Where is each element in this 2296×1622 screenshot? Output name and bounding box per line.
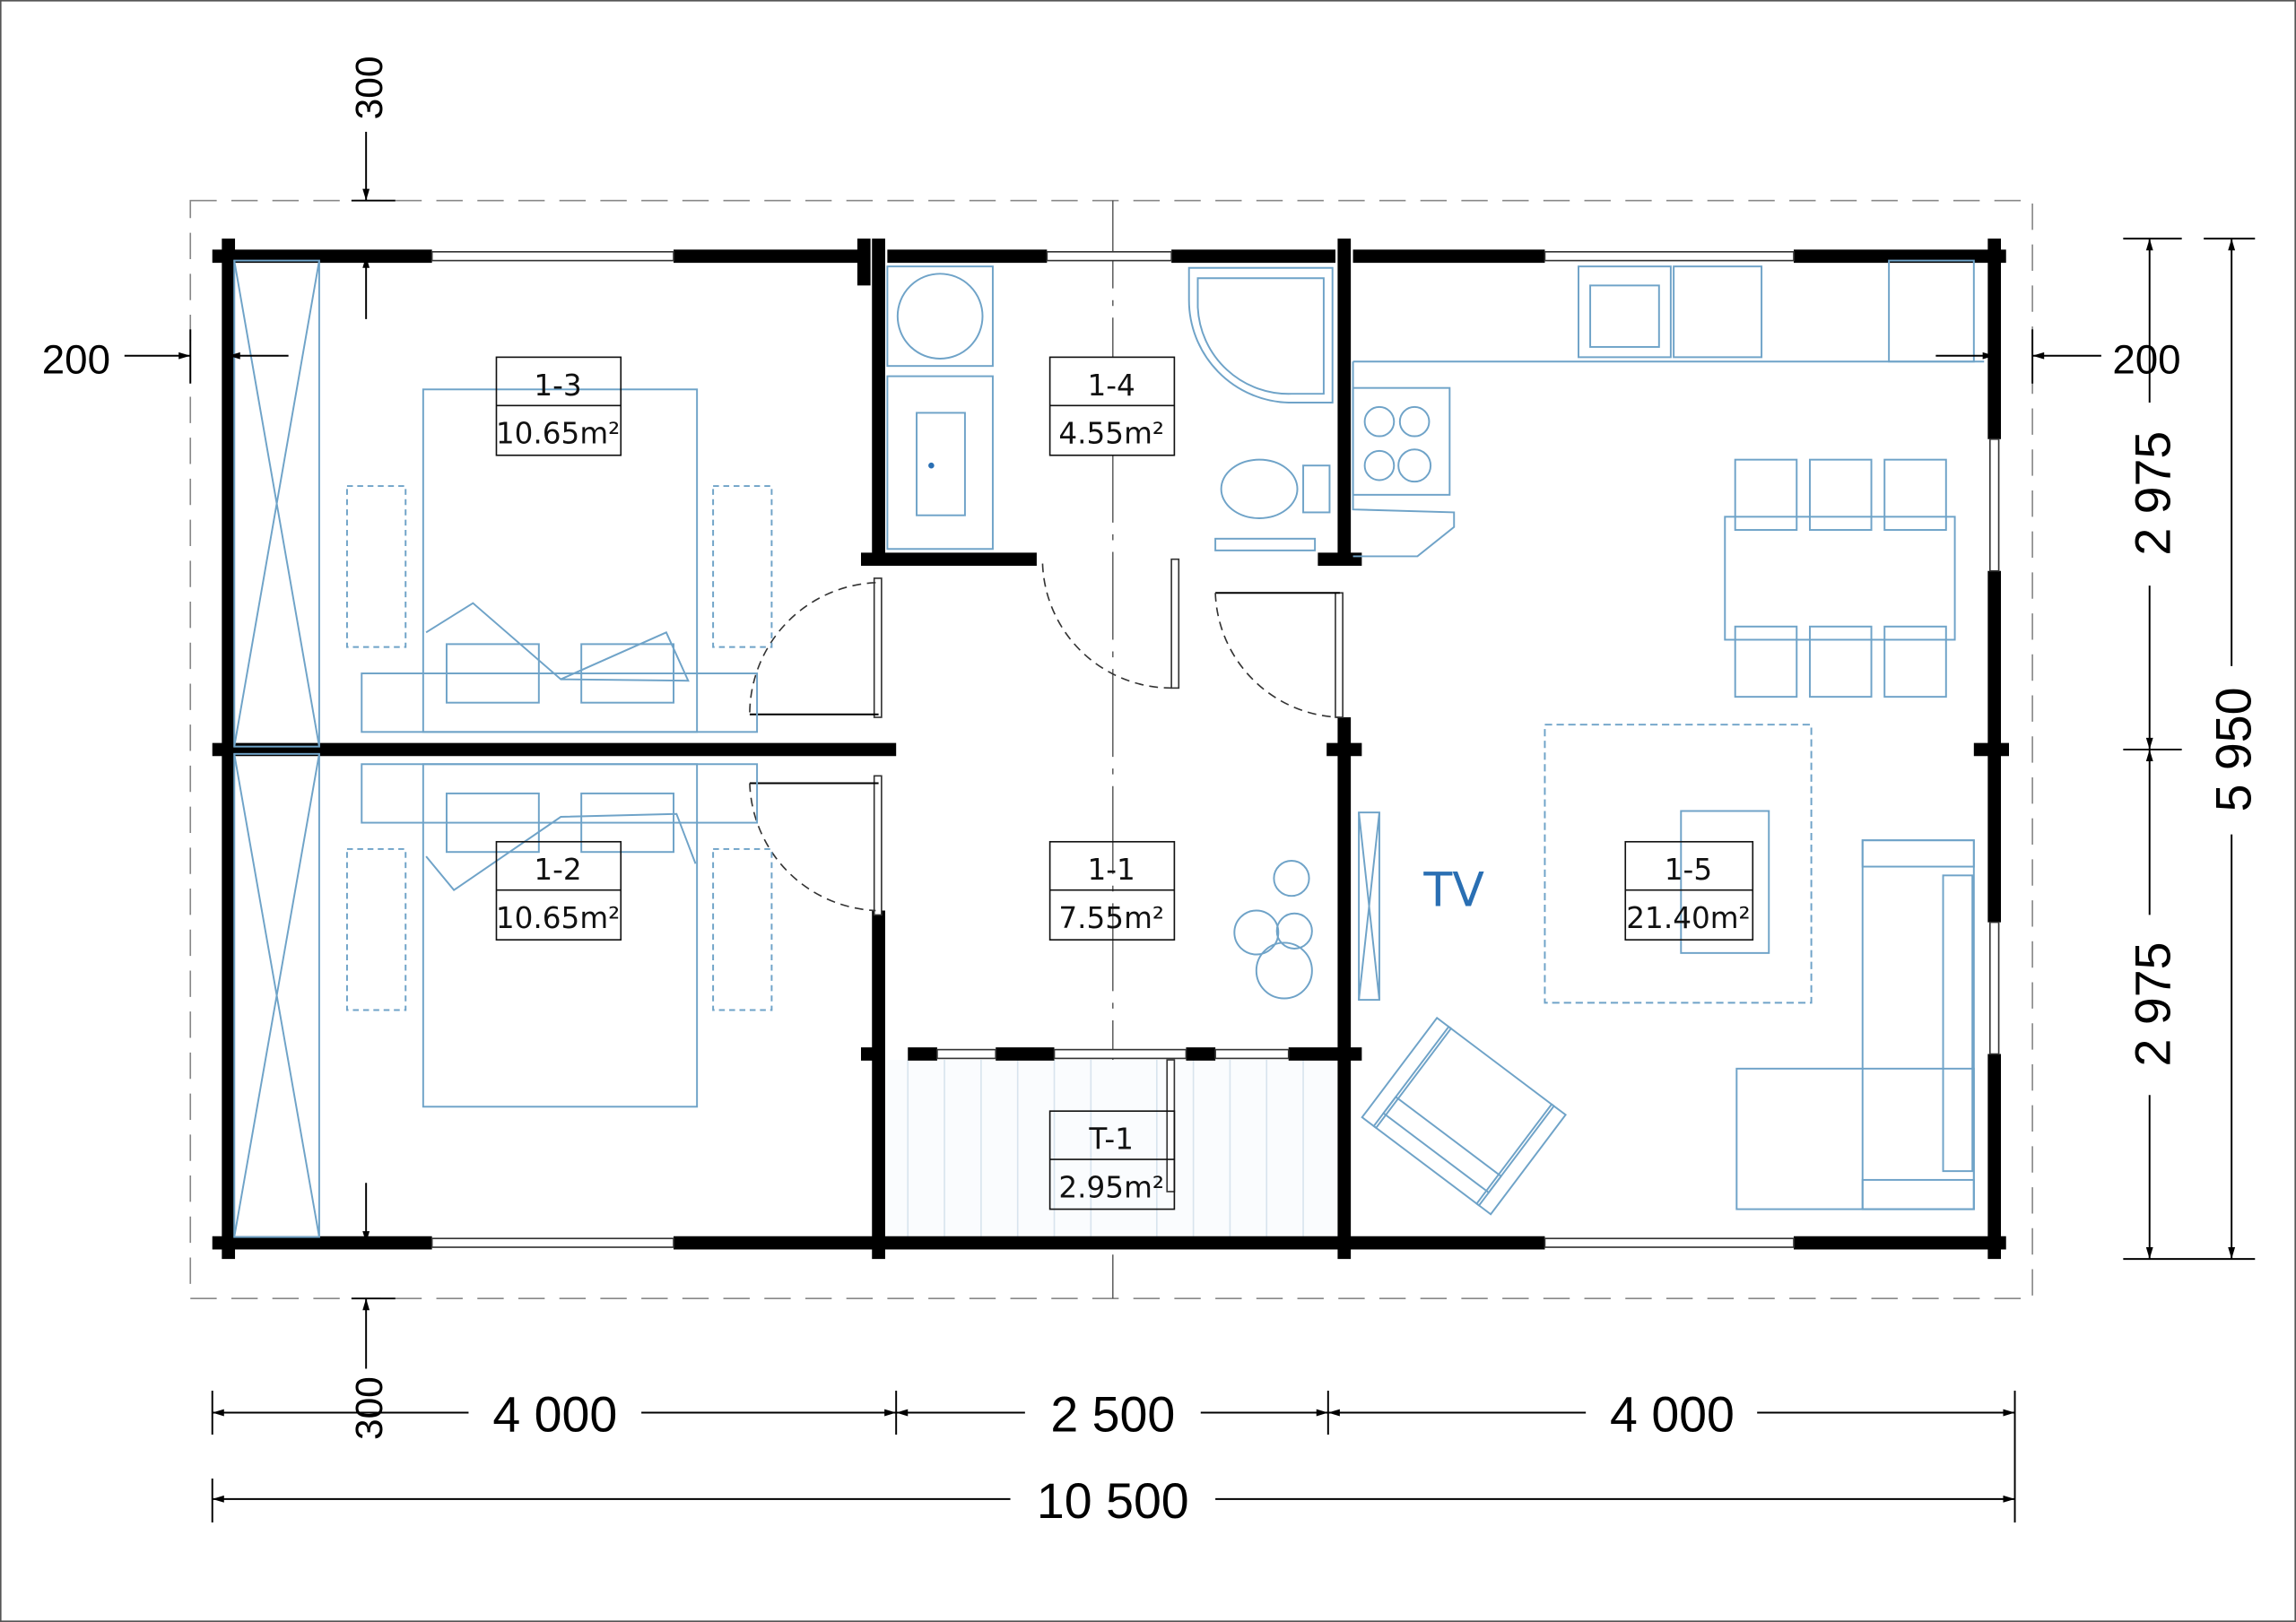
windows — [430, 251, 2000, 1248]
tv-unit — [1358, 811, 1380, 1002]
room-id: 1-1 — [1088, 853, 1135, 887]
dim-height-total: 5 950 — [2205, 687, 2261, 811]
washing-machine — [886, 265, 994, 368]
doors — [749, 558, 1344, 1193]
furniture — [233, 259, 1985, 1238]
room-label-1-5: 1-5 21.40m² — [1624, 840, 1754, 941]
dimension-labels: 4 000 2 500 4 000 10 500 2 975 2 975 5 9… — [42, 56, 2262, 1530]
wardrobe-upper — [233, 259, 320, 748]
wardrobe-lower — [233, 752, 320, 1238]
armchair — [1361, 1016, 1568, 1216]
dim-height-upper: 2 975 — [2126, 431, 2181, 556]
coffee-table — [1680, 810, 1770, 954]
dim-width-middle: 2 500 — [1050, 1387, 1175, 1443]
dining-table — [1724, 458, 1956, 698]
bed-lower — [361, 763, 759, 1108]
room-id: 1-2 — [534, 853, 581, 887]
room-area: 2.95m² — [1058, 1171, 1164, 1205]
tv-label: TV — [1422, 864, 1484, 918]
sofa — [1735, 839, 1975, 1210]
room-id: 1-3 — [534, 369, 581, 403]
room-area: 10.65m² — [496, 417, 620, 451]
dim-width-left: 4 000 — [492, 1387, 617, 1443]
room-label-1-4: 1-4 4.55m² — [1048, 356, 1176, 456]
bed-upper — [361, 388, 759, 733]
rugs — [345, 485, 1813, 1011]
room-area: 10.65m² — [496, 901, 620, 935]
room-area: 4.55m² — [1058, 417, 1164, 451]
walls — [212, 239, 2009, 1260]
room-area: 21.40m² — [1626, 901, 1750, 935]
dim-height-lower: 2 975 — [2126, 942, 2181, 1067]
dim-right-offset: 200 — [2112, 336, 2180, 382]
room-id: 1-5 — [1665, 853, 1712, 887]
room-label-1-2: 1-2 10.65m² — [495, 840, 622, 941]
dim-top-offset: 300 — [348, 56, 390, 120]
dim-left-offset: 200 — [42, 336, 110, 382]
roof-outline — [189, 199, 2033, 1299]
toilet — [1214, 458, 1331, 551]
room-label-1-3: 1-3 10.65m² — [495, 356, 622, 456]
dim-width-right: 4 000 — [1610, 1387, 1735, 1443]
dim-width-total: 10 500 — [1037, 1473, 1189, 1529]
shower — [1187, 266, 1334, 403]
kitchen-counter — [1352, 259, 1985, 558]
room-area: 7.55m² — [1058, 901, 1164, 935]
room-label-T-1: T-1 2.95m² — [1048, 1110, 1176, 1210]
sink-bath — [886, 375, 994, 551]
room-label-1-1: 1-1 7.55m² — [1048, 840, 1176, 941]
dim-bottom-offset: 300 — [348, 1376, 390, 1440]
dimensions — [124, 131, 2256, 1522]
room-id: 1-4 — [1088, 369, 1135, 403]
terrace-floor — [887, 1060, 1339, 1242]
plants — [1233, 860, 1313, 1000]
room-id: T-1 — [1088, 1123, 1134, 1157]
